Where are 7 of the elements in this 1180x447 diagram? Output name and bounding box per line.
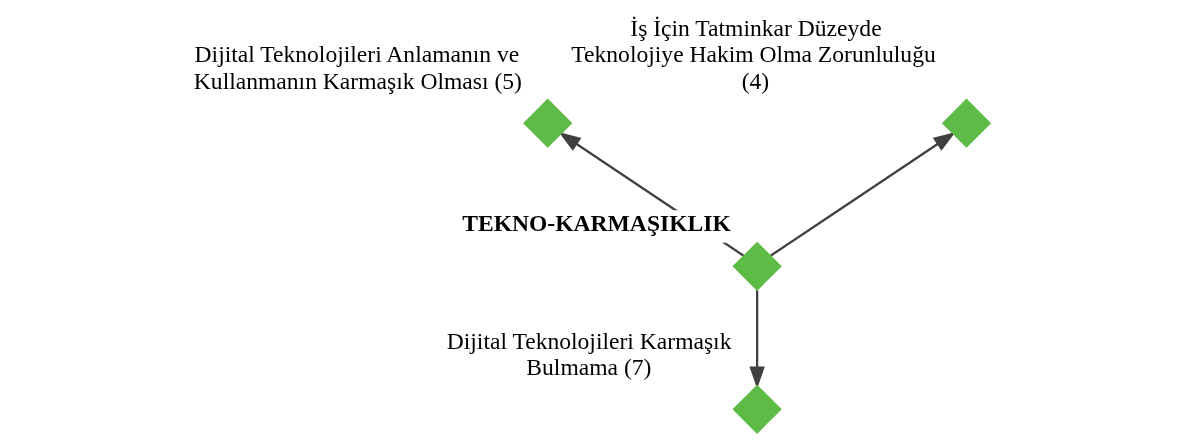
node-diamond: [522, 98, 572, 148]
node-diamond: [941, 98, 991, 148]
node-label: İş İçin Tatminkar Düzeyde Teknolojiye Hakim Olma Zorunluluğu (4): [570, 14, 936, 95]
node-label: Dijital Teknolojileri Karmaşık Bulmama (7): [446, 327, 731, 381]
node-label: Dijital Teknolojileri Anlamanın ve Kullanmanın Karmaşık Olması (5): [193, 41, 522, 95]
node-diamond: [732, 384, 782, 434]
arrow: [769, 132, 956, 257]
